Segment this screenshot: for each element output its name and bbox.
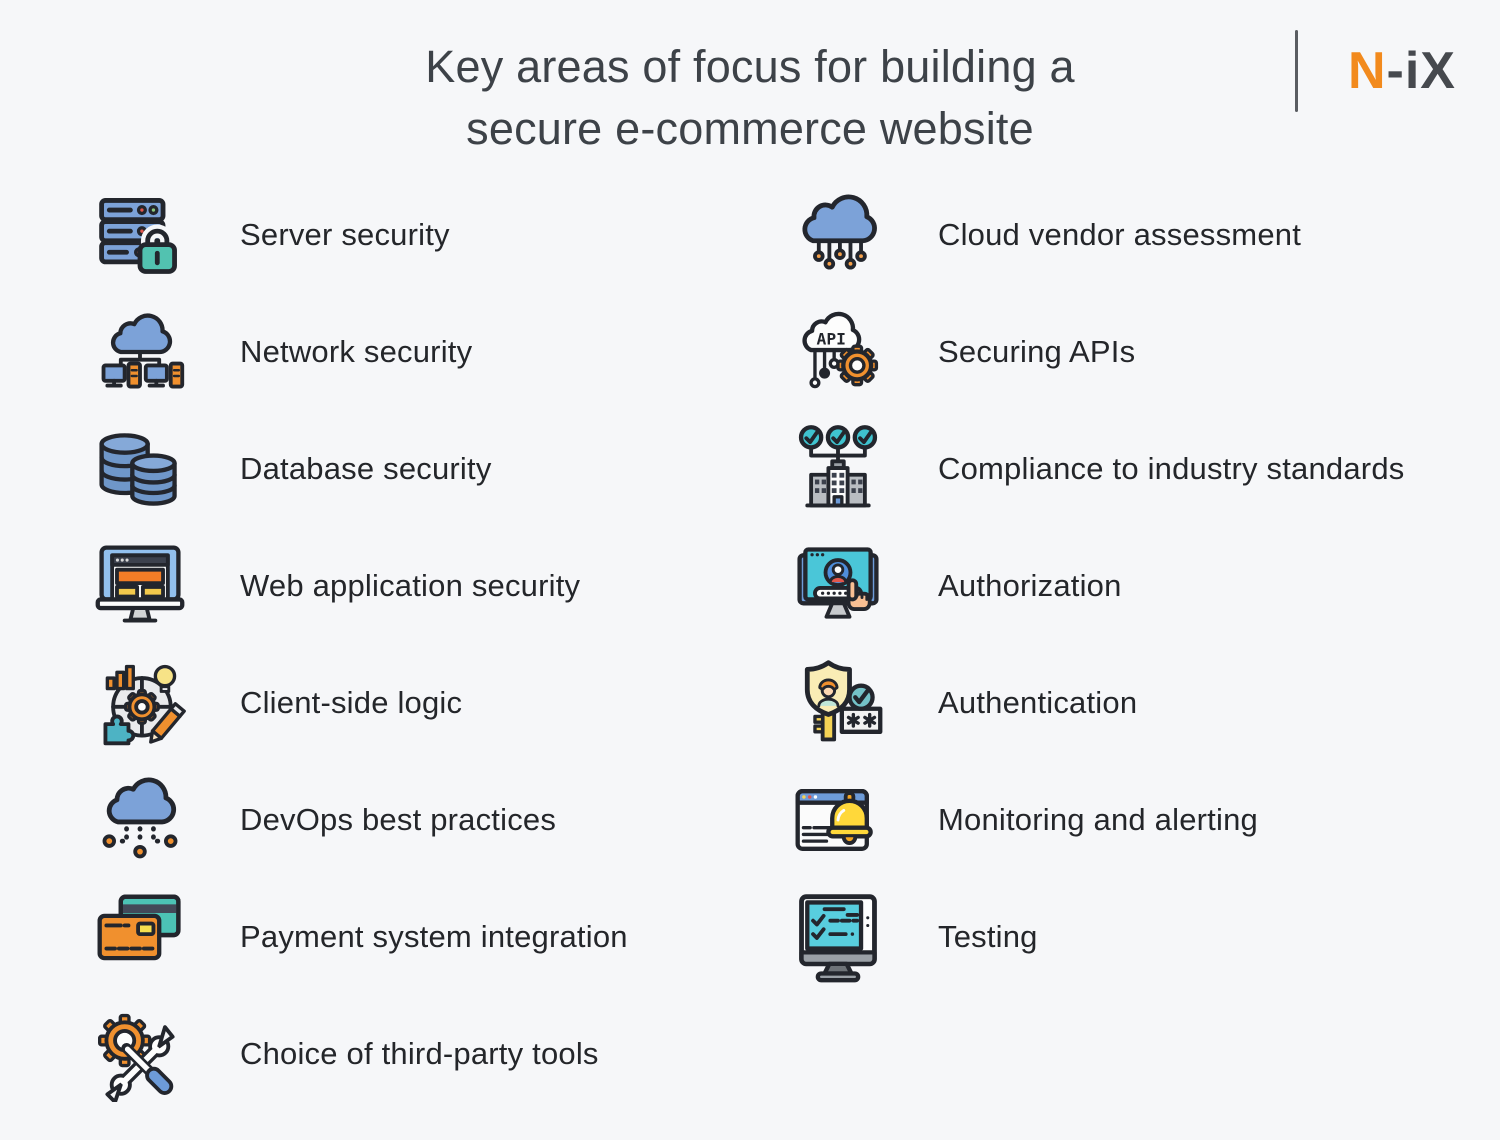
item-label: Database security	[240, 450, 492, 486]
list-item-testing: Testing	[750, 878, 1500, 995]
list-item-server-security: Server security	[0, 176, 750, 293]
item-label: Securing APIs	[938, 333, 1136, 369]
svg-text:API: API	[817, 329, 846, 348]
logo-divider	[1294, 30, 1298, 112]
item-label: Authentication	[938, 684, 1138, 720]
item-label: Server security	[240, 216, 450, 252]
item-label: Network security	[240, 333, 473, 369]
credit-cards-icon	[92, 889, 188, 985]
browser-monitor-icon	[92, 538, 188, 634]
item-label: Choice of third-party tools	[240, 1035, 599, 1071]
checklist-monitor-icon	[790, 889, 886, 985]
item-label: Cloud vendor assessment	[938, 216, 1302, 252]
list-item-authorization: Authorization	[750, 527, 1500, 644]
logo-part-gray: -iX	[1386, 42, 1456, 100]
list-item-database-security: Database security	[0, 410, 750, 527]
logo-part-orange: N	[1347, 42, 1387, 100]
cloud-circuit-icon	[790, 187, 886, 283]
right-column: Cloud vendor assessment API	[750, 176, 1500, 1112]
database-icon	[92, 421, 188, 517]
left-column: Server security	[0, 176, 750, 1112]
shield-key-icon	[790, 655, 886, 751]
nix-logo: N-iX	[1348, 41, 1456, 101]
list-item-web-application-security: Web application security	[0, 527, 750, 644]
page-title: Key areas of focus for building a secure…	[0, 0, 1500, 160]
bell-browser-icon	[790, 772, 886, 868]
item-label: DevOps best practices	[240, 801, 557, 837]
item-label: Payment system integration	[240, 918, 628, 954]
list-item-monitoring-and-alerting: Monitoring and alerting	[750, 761, 1500, 878]
login-screen-icon	[790, 538, 886, 634]
item-label: Authorization	[938, 567, 1122, 603]
list-item-securing-apis: API	[750, 293, 1500, 410]
item-label: Testing	[938, 918, 1038, 954]
items-grid: Server security	[0, 176, 1500, 1112]
item-label: Client-side logic	[240, 684, 463, 720]
list-item-devops-best-practices: DevOps best practices	[0, 761, 750, 878]
item-label: Web application security	[240, 567, 581, 603]
checks-building-icon	[790, 421, 886, 517]
gear-logic-icon	[92, 655, 188, 751]
list-item-cloud-vendor-assessment: Cloud vendor assessment	[750, 176, 1500, 293]
list-item-client-side-logic: Client-side logic	[0, 644, 750, 761]
title-line-2: secure e-commerce website	[466, 103, 1034, 155]
api-cloud-gear-icon: API	[790, 304, 886, 400]
list-item-payment-system-integration: Payment system integration	[0, 878, 750, 995]
cloud-nodes-icon	[92, 772, 188, 868]
list-item-network-security: Network security	[0, 293, 750, 410]
item-label: Monitoring and alerting	[938, 801, 1258, 837]
list-item-authentication: Authentication	[750, 644, 1500, 761]
server-lock-icon	[92, 187, 188, 283]
cloud-network-icon	[92, 304, 188, 400]
list-item-choice-of-third-party-tools: Choice of third-party tools	[0, 995, 750, 1112]
item-label: Compliance to industry standards	[938, 450, 1405, 486]
logo-block: N-iX	[1294, 30, 1456, 112]
title-line-1: Key areas of focus for building a	[425, 41, 1075, 92]
list-item-compliance-to-industry-standards: Compliance to industry standards	[750, 410, 1500, 527]
gear-wrench-icon	[92, 1006, 188, 1102]
